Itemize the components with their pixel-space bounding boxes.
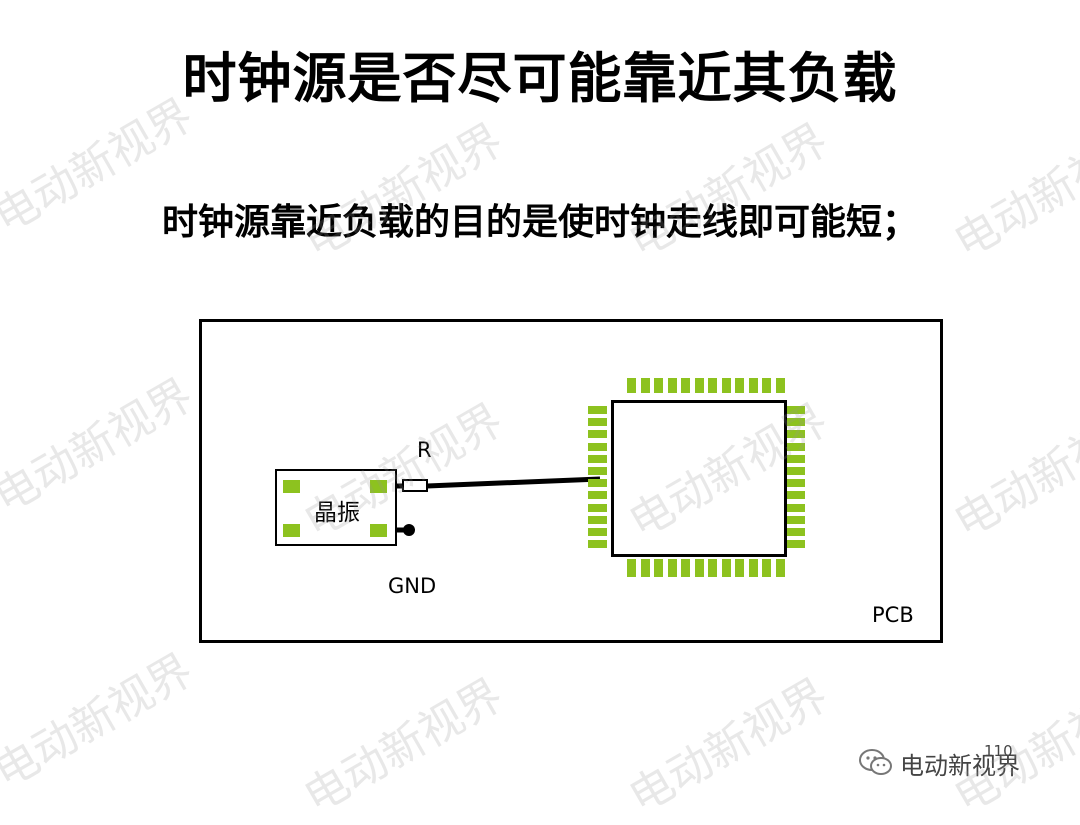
pcb-label: PCB [872,603,914,627]
chip-pad [748,378,758,393]
chip-pad [708,559,717,577]
chip-pad [787,515,805,524]
crystal-pad-tl [283,480,300,493]
chip-pad [787,406,805,414]
chip-pad [775,559,785,577]
chip-pad [787,454,805,463]
chip-pad [640,378,650,393]
chip-pad [787,467,805,475]
gnd-label: GND [388,574,437,598]
chip-pad [787,503,805,512]
chip-pad [588,491,607,500]
slide-title: 时钟源是否尽可能靠近其负载 [182,47,898,110]
chip-pad [694,378,704,393]
chip-pad [640,559,650,577]
chip-pad [588,442,607,451]
chip-pad [762,559,771,577]
chip-pad [787,418,805,427]
chip-pad [588,503,607,512]
crystal-pad-tr [370,480,387,493]
chip-pad [627,378,636,393]
crystal-pad-bl [283,524,300,537]
chip-pad [588,540,607,549]
ic-chip [611,400,787,557]
chip-pad [588,528,607,536]
chip-pad [667,559,677,577]
chip-pad [667,378,677,393]
chip-pad [708,378,717,393]
chip-pad [681,559,690,577]
crystal-label: 晶振 [314,500,360,526]
chip-pad [735,378,744,393]
resistor [402,479,428,492]
chip-pad [681,378,690,393]
chip-pad [654,559,663,577]
chip-pad [787,430,805,439]
chip-pad [787,442,805,451]
chip-pad [627,559,636,577]
chip-pad [694,559,704,577]
page-number: 110 [984,742,1013,760]
slide-subtitle: 时钟源靠近负载的目的是使时钟走线即可能短； [161,202,918,243]
chip-pad [787,491,805,500]
chip-pad [588,418,607,427]
chip-pad [787,528,805,536]
chip-pad [588,467,607,475]
footer-brand: 电动新视界 [858,745,1020,781]
chip-pad [787,479,805,488]
chip-pad [588,430,607,439]
chip-pad [588,515,607,524]
chip-pad [735,559,744,577]
chip-pad [787,540,805,549]
gnd-via [403,524,415,536]
wechat-icon [859,749,892,775]
chip-pad [588,479,607,488]
chip-pad [775,378,785,393]
crystal-oscillator: 晶振 [275,469,397,546]
chip-pad [748,559,758,577]
chip-pad [588,454,607,463]
chip-pad [762,378,771,393]
clock-trace [426,476,601,489]
resistor-label: R [417,438,432,462]
chip-pad [721,378,731,393]
footer-brand-text: 电动新视界 [900,751,1020,780]
chip-pad [588,406,607,414]
chip-pad [654,378,663,393]
crystal-pad-br [370,524,387,537]
chip-pad [721,559,731,577]
pcb-board [199,319,943,643]
